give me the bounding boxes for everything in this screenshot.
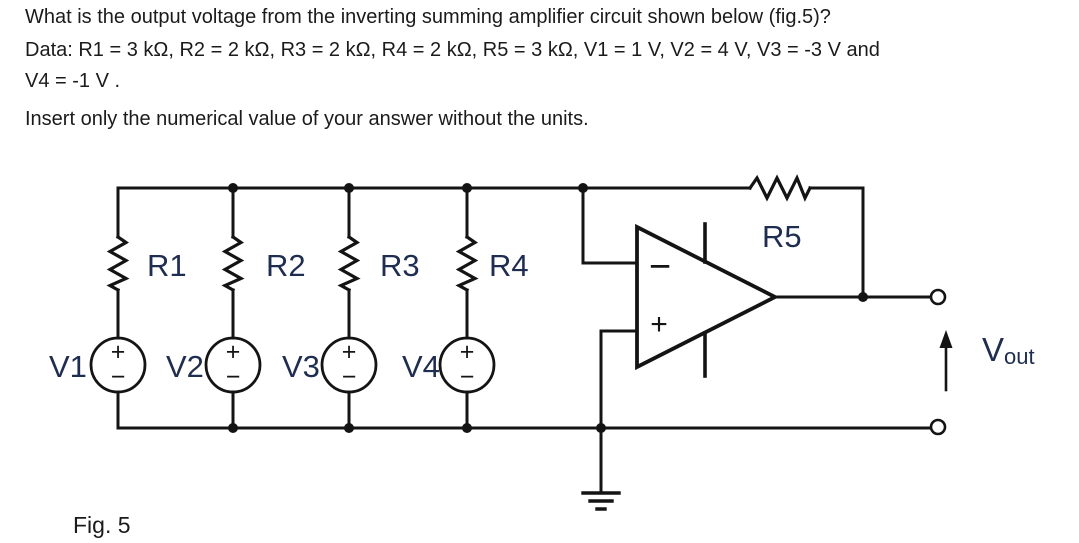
source-plus-icon: +	[111, 338, 126, 366]
circuit-labels: R1 R2 R3 R4 R5 V1 V2 V3 V4 Vout	[49, 219, 1035, 384]
question-data-line-1: Data: R1 = 3 kΩ, R2 = 2 kΩ, R3 = 2 kΩ, R…	[25, 39, 880, 61]
junction-dot	[228, 183, 238, 193]
source-plus-icon: +	[226, 338, 241, 366]
ground-icon	[581, 491, 621, 511]
voltage-source-icon-v4	[438, 336, 496, 394]
resistor-label-r1: R1	[147, 248, 187, 283]
resistor-label-r2: R2	[266, 248, 306, 283]
figure-caption: Fig. 5	[73, 512, 131, 538]
resistor-icon-r1	[106, 234, 130, 293]
circuit-graphics: − + + − + − + − + − R1 R2 R3 R4 R5 V1 V2	[49, 174, 1035, 538]
junction-dot	[344, 423, 354, 433]
output-terminal-bottom-icon	[929, 418, 947, 436]
junction-dot	[462, 423, 472, 433]
source-minus-icon: −	[342, 363, 357, 391]
resistor-icon-r5	[747, 174, 813, 202]
source-plus-icon: +	[342, 338, 357, 366]
resistor-label-r3: R3	[380, 248, 420, 283]
question-data-line-2: V4 = -1 V .	[25, 70, 121, 92]
junction-dot	[596, 423, 606, 433]
source-minus-icon: −	[111, 363, 126, 391]
wire-feedback-right	[808, 186, 865, 299]
junction-dot	[462, 183, 472, 193]
output-terminal-top-icon	[929, 288, 947, 306]
voltage-source-icon-v1	[89, 336, 147, 394]
question-text: What is the output voltage from the inve…	[25, 6, 831, 28]
vout-label: Vout	[982, 331, 1035, 369]
voltage-source-icon-v3	[320, 336, 378, 394]
source-label-v4: V4	[402, 349, 440, 384]
source-plus-icon: +	[460, 338, 475, 366]
source-label-v1: V1	[49, 349, 87, 384]
junction-dot	[228, 423, 238, 433]
junction-dot	[858, 292, 868, 302]
junction-dot	[344, 183, 354, 193]
resistor-icon-r3	[337, 234, 361, 293]
source-label-v3: V3	[282, 349, 320, 384]
junction-dot	[578, 183, 588, 193]
opamp-inverting-symbol: −	[649, 246, 671, 288]
source-minus-icon: −	[226, 363, 241, 391]
source-label-v2: V2	[166, 349, 204, 384]
wire-noninverting-input	[599, 329, 639, 494]
wire-inverting-input	[581, 186, 639, 265]
opamp-noninverting-symbol: +	[650, 308, 668, 341]
resistor-label-r4: R4	[489, 248, 529, 283]
vout-arrowhead-icon	[939, 330, 953, 348]
resistor-label-r5: R5	[762, 219, 802, 254]
resistor-icon-r4	[455, 234, 479, 293]
circuit-symbols: − + + − + − + − + −	[111, 246, 671, 391]
question-instruction: Insert only the numerical value of your …	[25, 108, 589, 130]
voltage-source-icon-v2	[204, 336, 262, 394]
resistor-icon-r2	[221, 234, 245, 293]
source-minus-icon: −	[460, 363, 475, 391]
junction-dots	[228, 183, 953, 433]
